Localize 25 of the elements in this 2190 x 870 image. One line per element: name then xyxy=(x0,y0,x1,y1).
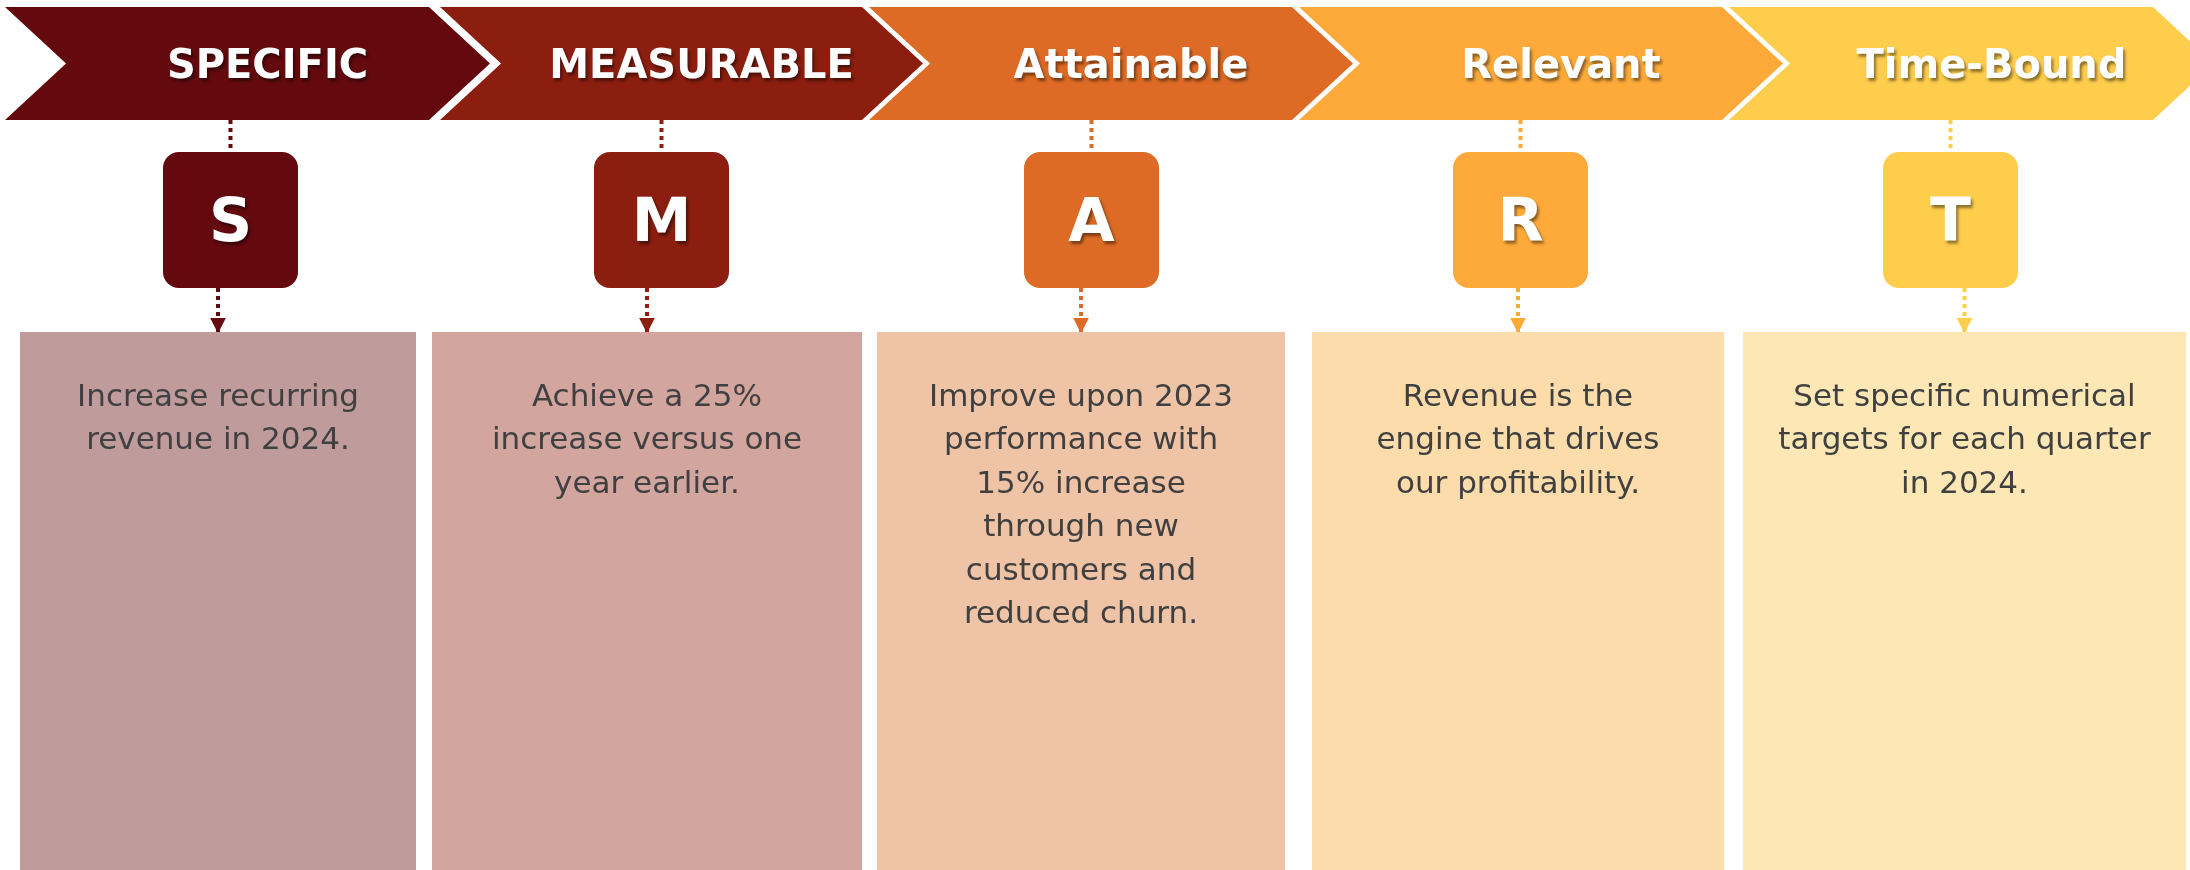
letter-tile xyxy=(1453,152,1588,288)
goal-text: Set specific numerical targets for each quarter in 2024. xyxy=(1778,377,2151,500)
goal-text: Revenue is the engine that drives our profitability. xyxy=(1376,377,1660,500)
letter-tile xyxy=(1024,152,1159,288)
text-panel xyxy=(432,332,862,870)
banner-title: Relevant xyxy=(1461,40,1661,87)
letter: S xyxy=(208,185,253,255)
letter-tile xyxy=(163,152,298,288)
goal-text: Achieve a 25% increase versus one year earlier. xyxy=(491,377,803,500)
banner-title: SPECIFIC xyxy=(166,40,369,87)
letter: R xyxy=(1497,185,1544,255)
letter: A xyxy=(1068,185,1115,255)
banner-title: Time-Bound xyxy=(1856,40,2127,87)
text-panel xyxy=(1312,332,1724,870)
banner-title: Attainable xyxy=(1013,40,1249,87)
letter-tile xyxy=(594,152,729,288)
text-panel xyxy=(877,332,1285,870)
goal-text: Increase recurring revenue in 2024. xyxy=(77,377,359,457)
banner-title: MEASURABLE xyxy=(549,40,854,87)
letter: T xyxy=(1930,185,1971,255)
letter-tile xyxy=(1883,152,2018,288)
letter: M xyxy=(631,185,692,255)
goal-text: Improve upon 2023 performance with 15% increase through new customers and reduced churn. xyxy=(929,377,1233,630)
text-panel xyxy=(20,332,416,870)
text-panel xyxy=(1743,332,2186,870)
